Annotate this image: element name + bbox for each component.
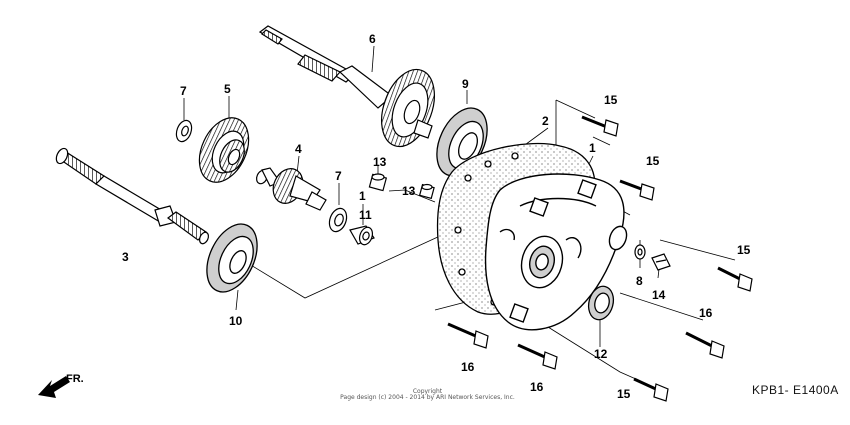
callout-12: 12 <box>594 347 608 361</box>
washer-part-8 <box>634 244 646 260</box>
case-part-1 <box>484 173 628 331</box>
callout-9: 9 <box>462 77 469 91</box>
callout-7-b: 7 <box>335 169 342 183</box>
bearing-part-10 <box>206 223 258 293</box>
callout-2: 2 <box>542 114 549 128</box>
bolt-part-14 <box>651 253 671 271</box>
callout-16-a: 16 <box>461 360 475 374</box>
bolt-15-b <box>619 179 655 201</box>
callout-15-b: 15 <box>646 154 660 168</box>
bolt-16-b <box>517 343 558 370</box>
copyright-line-2: Page design (c) 2004 - 2014 by ARI Netwo… <box>340 394 515 401</box>
callout-1-b: 1 <box>359 189 366 203</box>
callout-13-a: 13 <box>373 155 387 169</box>
oil-seal-part-12 <box>587 285 615 321</box>
callout-labels: 1 1 2 3 4 5 6 7 7 8 9 10 11 12 13 13 14 … <box>122 32 751 401</box>
bushing-part-11 <box>349 225 375 246</box>
shaft-part-6 <box>258 25 435 148</box>
callout-14: 14 <box>652 288 666 302</box>
callout-10: 10 <box>229 314 243 328</box>
front-arrow: FR. <box>38 373 84 398</box>
callout-3: 3 <box>122 250 129 264</box>
callout-16-b: 16 <box>530 380 544 394</box>
bolt-16-c <box>685 331 725 359</box>
callout-11: 11 <box>359 208 372 222</box>
callout-15-c: 15 <box>737 243 751 257</box>
callout-5: 5 <box>224 82 231 96</box>
copyright-line-1: Copyright <box>412 388 443 395</box>
callout-7-a: 7 <box>180 84 187 98</box>
callout-16-c: 16 <box>699 306 713 320</box>
callout-4: 4 <box>295 142 302 156</box>
bolt-15-c <box>717 266 753 292</box>
callout-6: 6 <box>369 32 376 46</box>
front-label: FR. <box>66 373 84 385</box>
diagram-reference-code: KPB1- E1400A <box>752 383 839 397</box>
callout-1-a: 1 <box>589 141 596 155</box>
washer-part-7-upper <box>175 119 193 143</box>
washer-part-7-lower <box>328 207 348 233</box>
callout-13-b: 13 <box>402 184 416 198</box>
copyright-notice: Copyright Page design (c) 2004 - 2014 by… <box>300 389 555 401</box>
bolts <box>447 115 753 402</box>
bolt-15-d <box>633 377 669 402</box>
callout-15-e: 15 <box>617 387 631 401</box>
gear-part-5 <box>198 117 250 183</box>
bolt-15-a <box>581 115 619 137</box>
callout-8: 8 <box>636 274 643 288</box>
arrow-icon <box>38 376 70 398</box>
shaft-part-4 <box>255 167 327 211</box>
dowel-pins-part-13 <box>368 173 435 200</box>
bolt-16-a <box>447 322 489 349</box>
callout-15-a: 15 <box>604 93 618 107</box>
shaft-part-3 <box>55 147 210 245</box>
